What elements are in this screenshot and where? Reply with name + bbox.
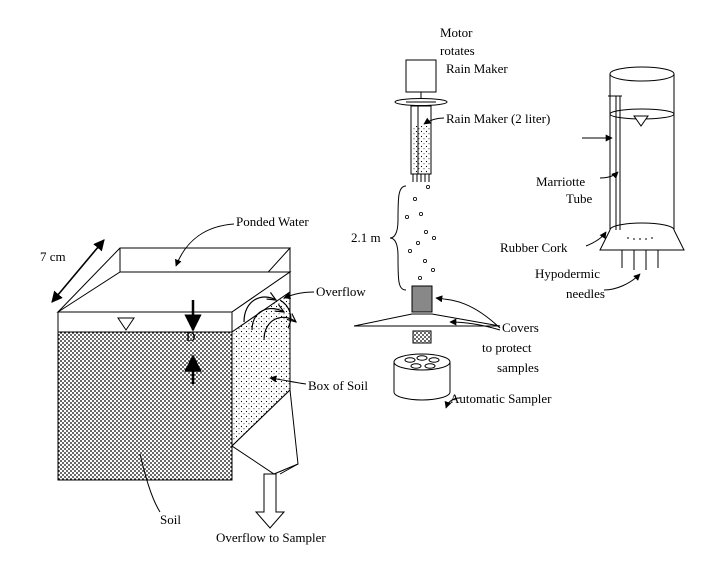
rain-maker-pointer-icon xyxy=(423,117,445,125)
covers-label-1: Covers xyxy=(502,320,539,335)
sample-cup xyxy=(353,285,501,344)
height-brace xyxy=(389,185,407,291)
motor xyxy=(405,59,437,102)
soil-label: Soil xyxy=(160,512,181,527)
covers-label-2: to protect xyxy=(482,340,532,355)
motor-label-2: rotates xyxy=(440,43,475,58)
marriotte-pointer-icon xyxy=(599,171,619,179)
width-dimension-arrow-icon xyxy=(51,239,105,303)
covers-label-3: samples xyxy=(497,360,539,375)
rain-maker-label: Rain Maker (2 liter) xyxy=(446,111,550,126)
needles-pointer-icon xyxy=(603,273,641,291)
rubber-cork-label: Rubber Cork xyxy=(500,240,568,255)
motor-label-1: Motor xyxy=(440,25,473,40)
covers-pointer-icon-1 xyxy=(435,295,501,329)
box-of-soil-label: Box of Soil xyxy=(308,378,368,393)
rain-maker xyxy=(394,98,448,182)
cork-pointer-icon xyxy=(585,231,607,247)
automatic-sampler-label: Automatic Sampler xyxy=(450,391,552,406)
covers-pointer-icon-2 xyxy=(449,318,501,331)
height-label: 2.1 m xyxy=(351,230,381,245)
width-label: 7 cm xyxy=(40,249,66,264)
overflow-pointer-icon xyxy=(283,291,315,299)
marriotte-label-1: Marriotte xyxy=(536,174,585,189)
overflow-curl-icons xyxy=(243,297,296,341)
motor-label-3: Rain Maker xyxy=(446,61,508,76)
tube-water-level-icon xyxy=(633,115,649,127)
marriotte-tube xyxy=(599,66,685,270)
soil-pointer-icon xyxy=(139,453,161,513)
rain-drops xyxy=(404,184,436,280)
hypodermic-label-1: Hypodermic xyxy=(535,266,600,281)
soil-box xyxy=(56,247,292,481)
water-level-icon xyxy=(117,317,135,331)
marriotte-label-2: Tube xyxy=(566,191,592,206)
sampler-pointer-icon xyxy=(444,397,461,409)
automatic-sampler xyxy=(393,353,451,401)
ponded-water-label: Ponded Water xyxy=(236,214,309,229)
overflow-down-arrow-icon xyxy=(254,473,286,529)
overflow-label: Overflow xyxy=(316,284,366,299)
box-of-soil-pointer-icon xyxy=(269,375,307,385)
hypodermic-label-2: needles xyxy=(566,286,605,301)
overflow-funnel xyxy=(231,388,299,529)
ponded-water-pointer-icon xyxy=(174,223,235,267)
depth-label: D xyxy=(186,329,195,344)
overflow-to-sampler-label: Overflow to Sampler xyxy=(216,530,326,545)
